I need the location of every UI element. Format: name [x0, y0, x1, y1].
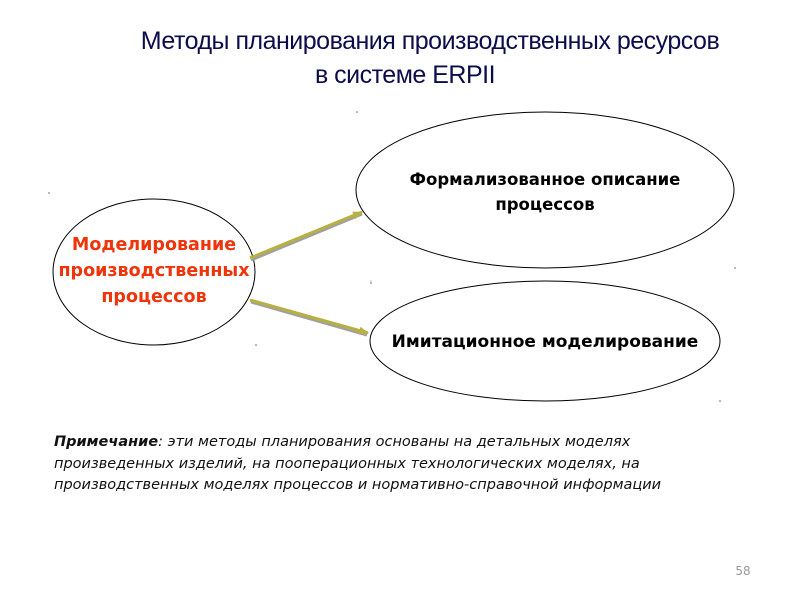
arrow-to-formal-description — [249, 210, 363, 260]
note-label: Примечание — [54, 434, 159, 450]
formal-description-label: Формализованное описание процессов — [345, 167, 745, 217]
arrow-to-simulation — [249, 298, 369, 335]
formal-line-2: процессов — [495, 195, 595, 214]
source-line-2: производственных — [58, 261, 250, 281]
note-text: : эти методы планирования основаны на де… — [54, 434, 662, 493]
source-ellipse — [52, 198, 256, 346]
source-node-label: Моделирование производственных процессов — [24, 232, 284, 310]
simulation-label: Имитационное моделирование — [335, 330, 755, 354]
note-paragraph: Примечание: эти методы планирования осно… — [54, 432, 754, 497]
source-line-3: процессов — [101, 287, 207, 307]
title-line-1: Методы планирования производственных рес… — [140, 27, 720, 55]
title-line-2: в системе ERPII — [314, 61, 496, 89]
simulation-ellipse — [369, 280, 721, 402]
page-number: 58 — [735, 564, 751, 578]
slide-title: Методы планирования производственных рес… — [0, 24, 800, 92]
source-line-1: Моделирование — [71, 235, 237, 255]
formal-line-1: Формализованное описание — [409, 170, 681, 189]
formal-description-ellipse — [355, 111, 735, 269]
simulation-line-1: Имитационное моделирование — [391, 332, 699, 352]
